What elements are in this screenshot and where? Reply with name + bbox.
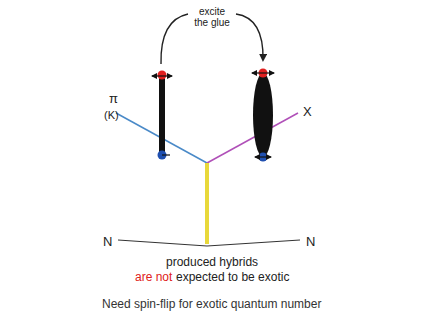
exchange-line — [205, 163, 209, 244]
note: expected to be exotic — [176, 271, 289, 284]
flux-tube — [159, 75, 165, 155]
caption: Need spin-flip for exotic quantum number — [102, 298, 321, 311]
excited-flux-tube — [253, 73, 273, 157]
spin-arrow — [252, 72, 263, 73]
particle-label: π — [109, 92, 118, 106]
particle-label: X — [303, 105, 312, 119]
excite-arrow — [161, 14, 188, 64]
quark — [158, 71, 167, 80]
particle-label: N — [103, 235, 112, 249]
nucleon-line — [118, 240, 207, 246]
particle-label: N — [306, 235, 315, 249]
spin-arrow — [255, 156, 263, 157]
spin-arrow — [162, 154, 170, 155]
x-line — [207, 113, 298, 163]
excite-arrow — [236, 14, 263, 60]
note: produced hybrids — [166, 256, 258, 269]
nucleon-line — [207, 240, 300, 246]
spin-arrow — [263, 72, 274, 73]
spin-arrow — [263, 156, 271, 157]
emphasis-note: are not — [135, 271, 172, 284]
note: excite the glue — [192, 6, 232, 28]
spin-arrow — [152, 75, 162, 76]
particle-label: (K) — [104, 109, 119, 121]
spin-arrow — [162, 75, 172, 76]
